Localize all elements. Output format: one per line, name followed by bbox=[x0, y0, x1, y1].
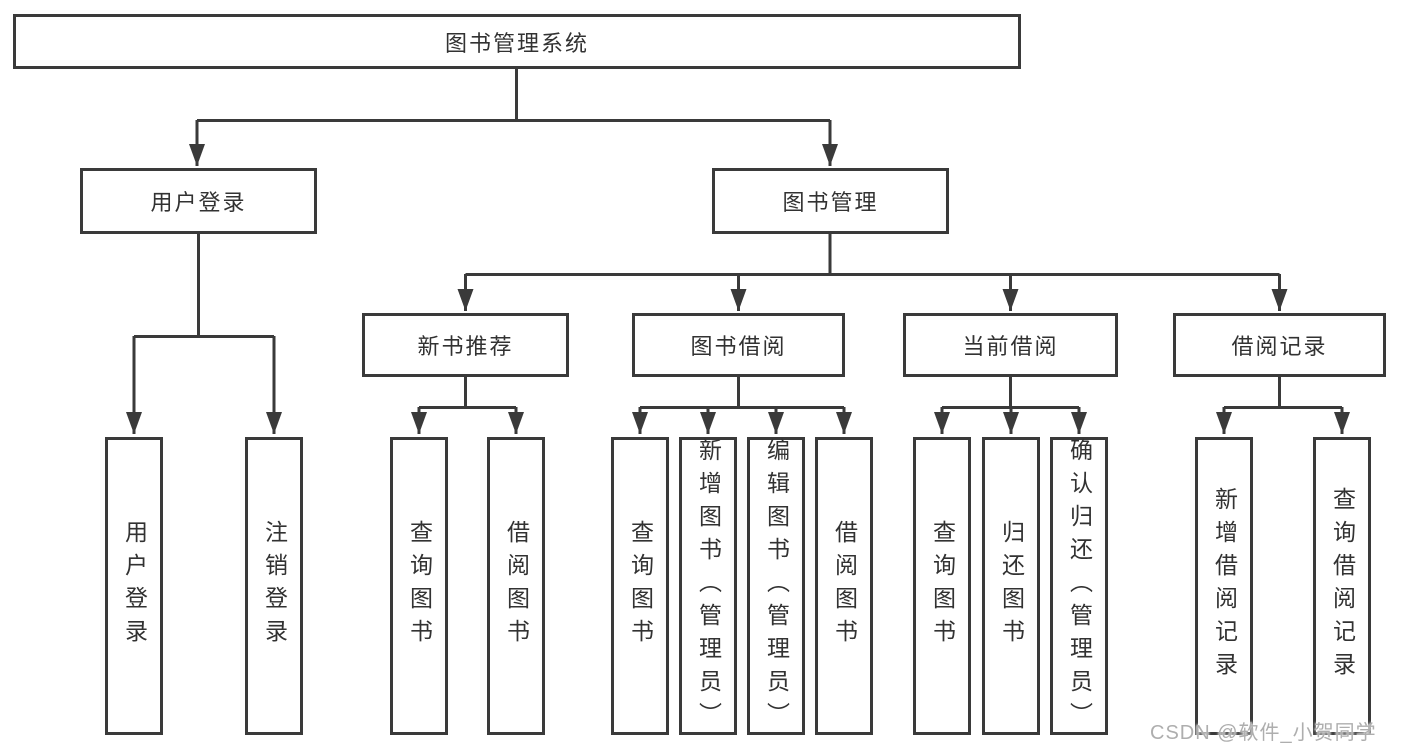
node-new-book-recommend-label: 新书推荐 bbox=[417, 334, 514, 359]
leaf-query-borrow-record: 查询借阅记录 bbox=[1313, 437, 1371, 735]
connector-new-book-to-leaves bbox=[411, 377, 524, 434]
connector-user-login-to-leaves bbox=[126, 234, 282, 434]
node-current-borrowing: 当前借阅 bbox=[903, 313, 1118, 377]
leaf-query-books-newbook: 查询图书 bbox=[390, 437, 448, 735]
connector-root-to-level2 bbox=[189, 69, 838, 166]
leaf-query-books-newbook-label: 查询图书 bbox=[406, 520, 433, 652]
node-book-management: 图书管理 bbox=[712, 168, 949, 234]
leaf-add-book-admin: 新增图书（管理员） bbox=[679, 437, 737, 735]
node-book-management-label: 图书管理 bbox=[782, 190, 879, 215]
node-borrow-records-label: 借阅记录 bbox=[1231, 334, 1328, 359]
node-current-borrowing-label: 当前借阅 bbox=[962, 334, 1059, 359]
leaf-add-borrow-record: 新增借阅记录 bbox=[1195, 437, 1253, 735]
node-library-system: 图书管理系统 bbox=[13, 14, 1021, 69]
connector-book-mgmt-to-level3 bbox=[457, 234, 1288, 311]
node-book-borrowing-label: 图书借阅 bbox=[690, 334, 787, 359]
leaf-add-book-admin-label: 新增图书（管理员） bbox=[695, 437, 722, 735]
leaf-borrow-books-newbook-label: 借阅图书 bbox=[503, 520, 530, 652]
leaf-query-books-current: 查询图书 bbox=[913, 437, 971, 735]
node-user-login-label: 用户登录 bbox=[150, 190, 247, 215]
leaf-edit-book-admin: 编辑图书（管理员） bbox=[747, 437, 805, 735]
leaf-borrow-books-label: 借阅图书 bbox=[831, 520, 858, 652]
node-user-login: 用户登录 bbox=[80, 168, 317, 234]
leaf-borrow-books: 借阅图书 bbox=[815, 437, 873, 735]
leaf-logout: 注销登录 bbox=[245, 437, 303, 735]
leaf-borrow-books-newbook: 借阅图书 bbox=[487, 437, 545, 735]
leaf-query-books-borrow-label: 查询图书 bbox=[627, 520, 654, 652]
leaf-query-borrow-record-label: 查询借阅记录 bbox=[1329, 487, 1356, 685]
connector-book-borrow-to-leaves bbox=[632, 377, 852, 434]
node-new-book-recommend: 新书推荐 bbox=[362, 313, 569, 377]
leaf-add-borrow-record-label: 新增借阅记录 bbox=[1211, 487, 1238, 685]
node-library-system-label: 图书管理系统 bbox=[444, 30, 589, 56]
leaf-return-books-label: 归还图书 bbox=[998, 520, 1025, 652]
connector-current-borrow-to-leaves bbox=[934, 377, 1087, 434]
leaf-confirm-return-admin: 确认归还（管理员） bbox=[1050, 437, 1108, 735]
leaf-user-login: 用户登录 bbox=[105, 437, 163, 735]
node-book-borrowing: 图书借阅 bbox=[632, 313, 845, 377]
leaf-logout-label: 注销登录 bbox=[261, 520, 288, 652]
leaf-user-login-label: 用户登录 bbox=[121, 520, 148, 652]
leaf-query-books-borrow: 查询图书 bbox=[611, 437, 669, 735]
csdn-watermark: CSDN @软件_小贺同学 bbox=[1150, 722, 1377, 744]
connector-borrow-record-to-leaves bbox=[1216, 377, 1350, 434]
leaf-return-books: 归还图书 bbox=[982, 437, 1040, 735]
leaf-confirm-return-admin-label: 确认归还（管理员） bbox=[1066, 437, 1093, 735]
leaf-edit-book-admin-label: 编辑图书（管理员） bbox=[763, 437, 790, 735]
node-borrow-records: 借阅记录 bbox=[1173, 313, 1386, 377]
leaf-query-books-current-label: 查询图书 bbox=[929, 520, 956, 652]
